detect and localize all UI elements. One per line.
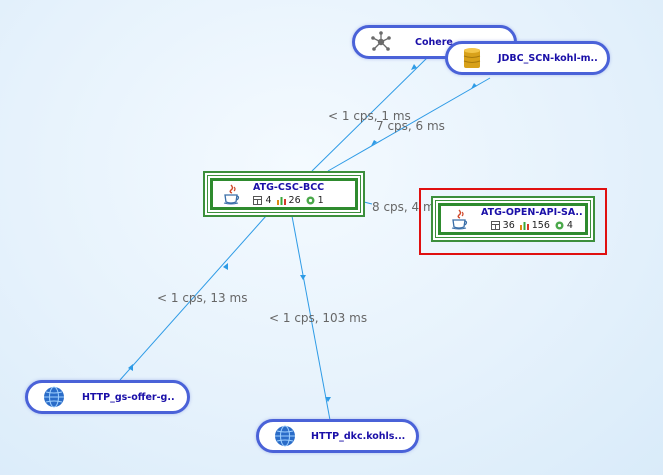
edge-to-coherence[interactable] <box>311 54 431 172</box>
edge-to-http-dkc[interactable] <box>291 215 331 421</box>
tiers-count: 36 <box>502 220 515 231</box>
edge-arrow <box>300 275 306 280</box>
node-status-icon <box>306 196 315 205</box>
node-label: JDBC_SCN-kohl-m.. <box>498 52 598 64</box>
edge-arrow <box>223 263 228 270</box>
nodes-count: 4 <box>566 220 573 231</box>
node-status-icon <box>555 221 564 230</box>
database-icon <box>463 48 481 68</box>
tiers-icon <box>253 196 263 205</box>
business-transactions-count: 156 <box>531 220 550 231</box>
node-label: ATG-OPEN-API-SA.. <box>481 207 583 218</box>
node-label: HTTP_dkc.kohls... <box>311 430 406 442</box>
edge-to-open-api[interactable] <box>363 201 373 205</box>
tiers-icon <box>490 221 500 230</box>
edge-label-coherence: < 1 cps, 1 ms <box>328 109 411 123</box>
tiers-count: 4 <box>265 195 272 206</box>
node-atg-csc-bcc[interactable]: ATG-CSC-BCC 4 26 1 <box>203 171 365 217</box>
business-transactions-count: 26 <box>288 195 301 206</box>
edge-label-jdbc: 7 cps, 6 ms <box>376 119 445 133</box>
node-label: ATG-CSC-BCC <box>253 182 325 193</box>
node-label: Cohere <box>415 36 453 48</box>
node-atg-open-api[interactable]: ATG-OPEN-API-SA.. 36 156 4 <box>431 196 595 242</box>
edge-to-http-gs-offer[interactable] <box>119 215 267 381</box>
edge-label-open-api: 8 cps, 4 ms <box>372 200 441 214</box>
bar-chart-icon <box>519 222 529 230</box>
node-jdbc[interactable]: JDBC_SCN-kohl-m.. <box>445 41 610 75</box>
globe-icon <box>275 425 295 447</box>
java-icon <box>223 184 240 205</box>
edge-arrow <box>325 397 331 402</box>
cluster-icon <box>371 31 391 51</box>
nodes-count: 1 <box>317 195 324 206</box>
edge-label-http-dkc: < 1 cps, 103 ms <box>269 311 368 325</box>
java-icon <box>451 209 468 230</box>
edge-arrow <box>471 83 477 89</box>
bar-chart-icon <box>276 197 286 205</box>
edge-to-jdbc[interactable] <box>327 77 491 172</box>
edge-arrow <box>411 64 417 70</box>
selection-highlight <box>419 188 607 255</box>
node-label: HTTP_gs-offer-g.. <box>82 391 175 403</box>
globe-icon <box>44 386 64 408</box>
node-http-dkc[interactable]: HTTP_dkc.kohls... <box>256 419 419 453</box>
node-http-gs-offer[interactable]: HTTP_gs-offer-g.. <box>25 380 190 414</box>
edge-label-http-gs-offer: < 1 cps, 13 ms <box>157 291 248 305</box>
edge-arrow <box>371 140 377 146</box>
edge-arrow <box>128 364 133 371</box>
